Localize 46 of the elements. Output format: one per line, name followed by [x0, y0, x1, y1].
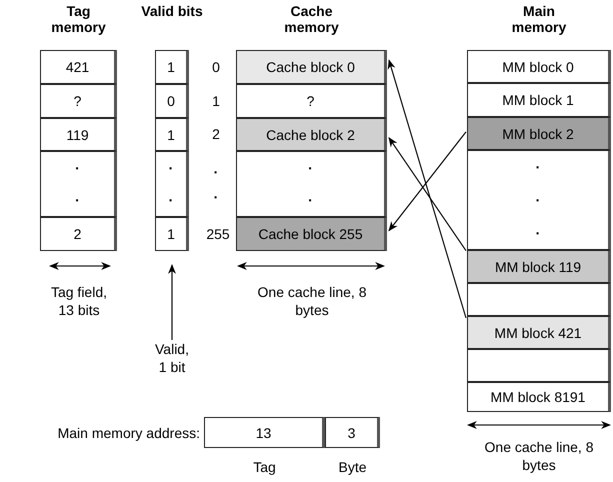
field-caption: Byte — [337, 458, 368, 476]
column-heading: Cache memory — [283, 3, 340, 35]
column-heading: Main memory — [510, 3, 568, 35]
index-number: 255 — [205, 225, 231, 243]
address-field: 13 — [204, 417, 325, 448]
memory-cell: 1 — [155, 118, 189, 151]
memory-cell: MM block 1 — [467, 83, 611, 117]
empty-memory-cell — [467, 349, 611, 382]
memory-cell: ? — [236, 84, 387, 118]
ellipsis-cell: · · — [155, 151, 189, 217]
memory-cell: MM block 421 — [467, 316, 611, 349]
memory-cell: 2 — [40, 217, 117, 251]
column-heading: Tag memory — [50, 3, 107, 35]
index-number: 2 — [211, 125, 221, 143]
column-heading: Valid bits — [140, 3, 204, 19]
memory-cell: 1 — [155, 50, 189, 84]
arrow — [388, 59, 467, 318]
memory-cell: 119 — [40, 118, 117, 151]
memory-cell: ? — [40, 84, 117, 118]
arrow — [168, 264, 176, 340]
index-number: · — [212, 188, 220, 206]
ellipsis-cell: · · — [236, 151, 387, 217]
arrow — [388, 132, 466, 232]
empty-memory-cell — [467, 283, 611, 316]
address-field: 3 — [325, 417, 380, 448]
ellipsis-cell: · · · — [467, 150, 611, 250]
memory-cell: Cache block 255 — [236, 217, 387, 251]
arrow — [388, 136, 466, 251]
field-label: Main memory address: — [56, 424, 200, 442]
memory-cell: Cache block 2 — [236, 118, 387, 151]
memory-cell: MM block 8191 — [467, 382, 611, 412]
memory-cell: 0 — [155, 84, 189, 118]
memory-cell: MM block 119 — [467, 250, 611, 283]
dimension-label: Tag field, 13 bits — [50, 283, 108, 319]
ellipsis-cell: · · — [40, 151, 117, 217]
index-number: 1 — [211, 92, 221, 110]
memory-cell: MM block 0 — [467, 50, 611, 83]
memory-cell: 1 — [155, 217, 189, 251]
annotation-text: Valid, 1 bit — [142, 340, 202, 384]
memory-cell: 421 — [40, 50, 117, 84]
index-number: · — [212, 163, 220, 181]
dimension-label: One cache line, 8 bytes — [256, 283, 368, 319]
dimension-label: One cache line, 8 bytes — [484, 438, 594, 474]
index-number: 0 — [211, 58, 221, 76]
memory-cell: MM block 2 — [467, 117, 611, 150]
memory-cell: Cache block 0 — [236, 50, 387, 84]
